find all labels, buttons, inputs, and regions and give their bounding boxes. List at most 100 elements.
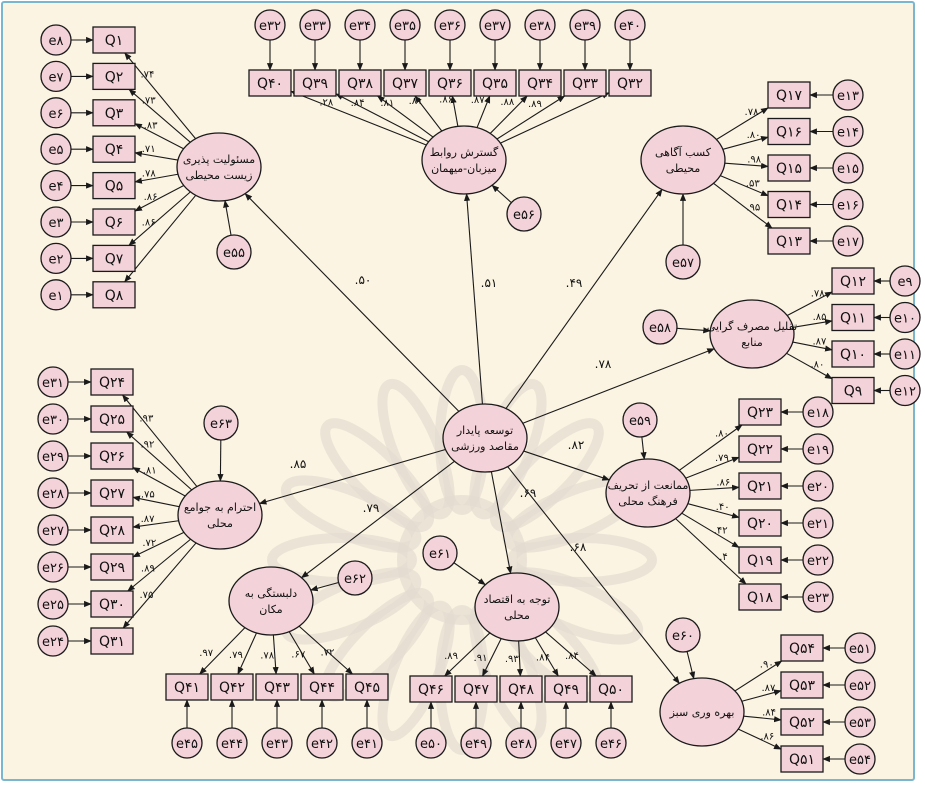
latent-f1 (177, 133, 261, 201)
item-label-Q6: Q۶ (105, 215, 124, 231)
item-label-Q42: Q۴۲ (219, 680, 245, 696)
error-label-e۲۱: e۲۱ (807, 517, 829, 532)
error-label-e۴۹: e۴۹ (465, 737, 487, 752)
error-label-e۷: e۷ (49, 70, 64, 85)
latent-f4 (710, 300, 794, 368)
error-label-e۱۲: e۱۲ (894, 385, 916, 400)
item-label-Q37: Q۳۷ (392, 76, 419, 92)
latent-label-f6-0: بهره وری سبز (669, 706, 735, 719)
loading-label-Q49: .۸۴ (536, 653, 550, 664)
error-label-e۴: e۴ (49, 180, 64, 195)
path-coefficient-f1: .۵۰ (355, 273, 372, 287)
error-label-e۱: e۱ (49, 289, 64, 304)
loading-label-Q45: .۷۲ (320, 648, 334, 659)
loading-label-Q5: .۷۸ (142, 168, 157, 179)
loading-label-Q38: .۸۱ (380, 98, 394, 109)
error-label-e۲: e۲ (49, 252, 64, 267)
error-label-e۱۵: e۱۵ (837, 162, 859, 177)
error-label-e۴۰: e۴۰ (619, 19, 641, 34)
error-label-e۱۳: e۱۳ (837, 89, 859, 104)
loading-label-Q11: .۸۵ (813, 312, 827, 323)
error-label-e۲۴: e۲۴ (42, 635, 64, 650)
item-label-Q52: Q۵۲ (789, 715, 815, 731)
loading-label-Q16: .۸۰ (747, 130, 761, 141)
item-label-Q51: Q۵۱ (789, 752, 815, 768)
error-label-e۳۳: e۳۳ (304, 19, 326, 34)
item-label-Q19: Q۱۹ (747, 553, 773, 569)
latent-label-f4-1: منابع (741, 336, 763, 349)
item-label-Q10: Q۱۰ (840, 347, 866, 363)
item-label-Q23: Q۲۳ (747, 405, 774, 421)
loading-label-Q4: .۷۱ (142, 144, 156, 155)
loading-label-Q24: .۹۳ (139, 413, 154, 424)
latent-label-f9-0: احترام به جوامع (184, 501, 256, 514)
latent-f2 (422, 126, 506, 194)
error-label-e۵۴: e۵۴ (849, 753, 871, 768)
item-label-Q29: Q۲۹ (99, 560, 125, 576)
error-label-e۶: e۶ (49, 107, 64, 122)
error-label-e۳: e۳ (49, 216, 64, 231)
loading-label-Q29: .۷۲ (142, 538, 156, 549)
path-coefficient-f6: .۶۸ (570, 540, 587, 554)
error-label-e۳۴: e۳۴ (349, 19, 371, 34)
loading-label-Q7: .۸۶ (142, 217, 156, 228)
latent-main (443, 404, 527, 472)
loading-label-Q33: .۸۹ (528, 99, 542, 110)
error-label-e۲۲: e۲۲ (807, 554, 829, 569)
path-coefficient-f2: .۵۱ (481, 276, 498, 290)
loading-label-Q6: .۸۶ (144, 192, 158, 203)
item-label-Q24: Q۲۴ (99, 375, 125, 391)
error-label-e۳۹: e۳۹ (574, 19, 596, 34)
error-label-e۴۸: e۴۸ (510, 737, 532, 752)
loading-label-Q15: .۹۸ (747, 154, 762, 165)
loading-label-Q31: .۷۵ (140, 590, 154, 601)
item-label-Q26: Q۲۶ (99, 449, 125, 465)
item-label-Q36: Q۳۶ (437, 76, 463, 92)
item-label-Q8: Q۸ (105, 288, 124, 304)
disturbance-label-e62: e۶۲ (344, 572, 366, 587)
loading-label-Q34: .۸۸ (500, 97, 515, 108)
error-label-e۵۱: e۵۱ (849, 642, 871, 657)
item-label-Q27: Q۲۷ (99, 486, 126, 502)
item-label-Q15: Q۱۵ (776, 161, 802, 177)
loading-label-Q28: .۸۷ (141, 514, 156, 525)
loading-label-Q54: .۹۰ (760, 660, 774, 671)
error-label-e۳۷: e۳۷ (484, 19, 506, 34)
loading-label-Q10: .۸۷ (812, 336, 827, 347)
error-label-e۴۵: e۴۵ (176, 737, 198, 752)
item-label-Q30: Q۳۰ (99, 597, 125, 613)
loading-label-Q51: .۸۶ (760, 732, 774, 743)
item-label-Q1: Q۱ (105, 33, 124, 49)
loading-label-Q40: .۲۸ (319, 98, 334, 109)
loading-label-Q41: .۹۷ (199, 648, 214, 659)
item-label-Q34: Q۳۴ (527, 76, 553, 92)
error-label-e۵۰: e۵۰ (420, 737, 442, 752)
error-label-e۹: e۹ (898, 275, 913, 290)
loading-label-Q26: .۸۱ (143, 466, 157, 477)
disturbance-label-e61: e۶۱ (429, 547, 451, 562)
loading-label-Q19: .۴۲ (714, 525, 728, 536)
loading-label-Q21: .۸۶ (716, 477, 730, 488)
error-label-e۱۷: e۱۷ (837, 235, 859, 250)
error-label-e۱۱: e۱۱ (894, 348, 916, 363)
loading-label-Q44: .۶۷ (291, 649, 306, 660)
error-label-e۵: e۵ (49, 143, 64, 158)
item-label-Q35: Q۳۵ (482, 76, 508, 92)
error-label-e۴۲: e۴۲ (311, 737, 333, 752)
latent-label-f8-0: دلبستگی به (245, 587, 298, 600)
loading-label-Q30: .۸۹ (141, 563, 155, 574)
loading-label-Q36: .۸۶ (439, 95, 453, 106)
item-label-Q17: Q۱۷ (776, 88, 803, 104)
item-label-Q16: Q۱۶ (776, 125, 802, 141)
item-label-Q13: Q۱۳ (776, 234, 803, 250)
loading-label-Q52: .۸۴ (762, 708, 776, 719)
loading-label-Q39: .۸۴ (351, 98, 365, 109)
item-label-Q49: Q۴۹ (553, 682, 579, 698)
latent-label-f7-1: محلی (504, 609, 530, 622)
loading-label-Q12: .۷۸ (811, 289, 826, 300)
item-label-Q2: Q۲ (105, 69, 124, 85)
item-label-Q32: Q۳۲ (617, 76, 643, 92)
latent-f3 (641, 126, 725, 194)
item-label-Q9: Q۹ (844, 384, 863, 400)
